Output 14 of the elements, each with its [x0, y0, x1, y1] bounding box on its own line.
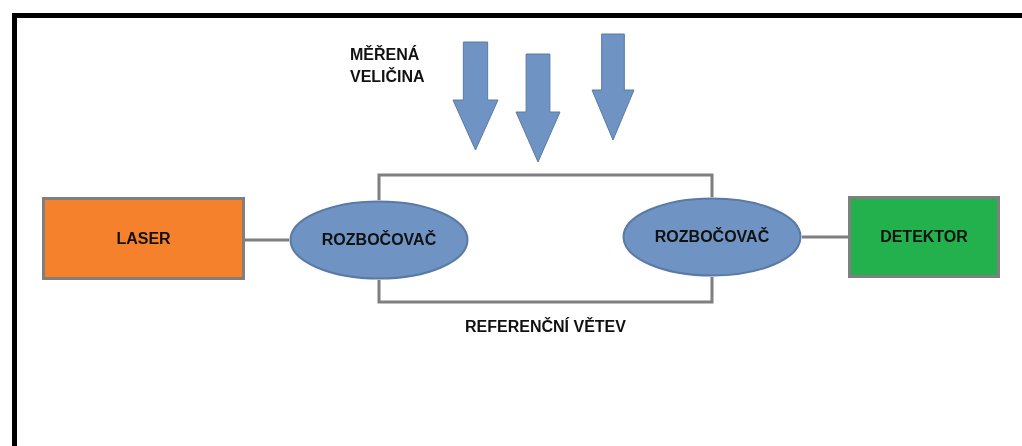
connector-line — [802, 235, 848, 239]
connector-line — [377, 277, 714, 304]
edge-label: REFERENČNÍ VĚTEV — [464, 316, 627, 337]
node-label: LASER — [116, 229, 171, 248]
connector-line — [245, 238, 289, 242]
node-label: ROZBOČOVAČ — [321, 231, 437, 249]
splitter-ellipse — [289, 200, 469, 280]
splitter-ellipse — [622, 197, 802, 277]
quantity-label: MĚŘENÁ VELIČINA — [350, 44, 426, 87]
component-box — [848, 196, 1000, 278]
connector-line — [377, 173, 714, 200]
node-label: ROZBOČOVAČ — [654, 228, 770, 246]
node-label: DETEKTOR — [880, 228, 968, 246]
component-box — [42, 197, 245, 280]
